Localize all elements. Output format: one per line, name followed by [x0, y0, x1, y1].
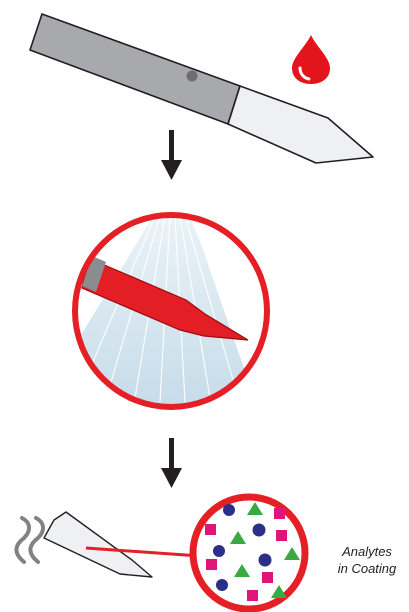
probe-icon [30, 14, 373, 163]
magnified-coating-icon [193, 497, 305, 609]
arrow-down-icon [161, 438, 182, 488]
caption-line-2: in Coating [322, 560, 409, 577]
caption-line-1: Analytes [322, 543, 409, 560]
blood-drop-icon [292, 35, 330, 84]
arrow-down-icon [161, 130, 182, 180]
analytes-caption: Analytes in Coating [322, 543, 409, 577]
smoke-icon [16, 518, 43, 562]
probe-icon [44, 512, 152, 577]
